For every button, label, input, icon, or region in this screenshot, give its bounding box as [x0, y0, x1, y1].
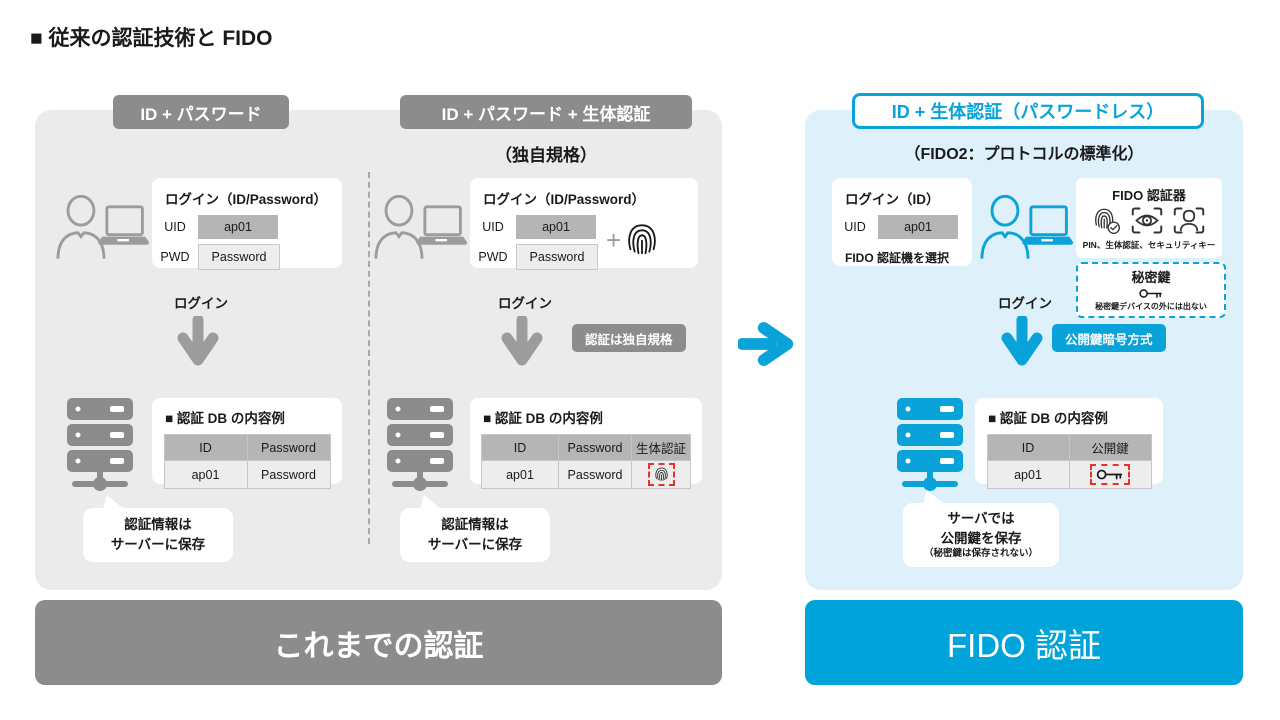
user-laptop-icon [980, 194, 1076, 260]
db-cell-id: ap01 [987, 461, 1069, 488]
callout-line: 認証情報は [441, 517, 509, 533]
public-key-crypto-badge: 公開鍵暗号方式 [1052, 324, 1166, 352]
fingerprint-icon [625, 221, 659, 259]
login-box-col1: ログイン（ID/Password） UID ap01 PWD Password [152, 178, 342, 270]
db-box-title: ■ 認証 DB の内容例 [483, 411, 603, 426]
pwd-label: PWD [160, 250, 190, 264]
user-laptop-icon [56, 194, 152, 260]
login-box-col2: ログイン（ID/Password） UID ap01 PWD Password … [470, 178, 698, 270]
uid-field: ap01 [198, 215, 278, 239]
login-box-title: ログイン（ID） [845, 192, 940, 207]
db-cell-public-key [1069, 461, 1151, 488]
proprietary-standard-label: （独自規格） [495, 146, 597, 165]
db-box-col1: ■ 認証 DB の内容例 ID Password ap01 Password [152, 398, 342, 489]
uid-field: ap01 [878, 215, 958, 239]
pwd-label: PWD [478, 250, 508, 264]
db-header-id: ID [987, 435, 1069, 460]
login-box-fido: ログイン（ID） UID ap01 FIDO 認証機を選択 [832, 178, 972, 266]
db-box-fido: ■ 認証 DB の内容例 ID 公開鍵 ap01 [975, 398, 1163, 489]
db-box-title: ■ 認証 DB の内容例 [988, 411, 1108, 426]
private-key-caption: 秘密鍵デバイスの外には出ない [1095, 302, 1207, 311]
db-header-id: ID [482, 435, 558, 460]
callout-col1: 認証情報は サーバーに保存 [83, 495, 233, 562]
down-arrow-icon [500, 316, 544, 366]
db-cell-biometric [632, 461, 690, 488]
page-title: ■ 従来の認証技術と FIDO [30, 27, 273, 50]
callout-line: 公開鍵を保存 [940, 530, 1022, 546]
login-label-col1: ログイン [174, 296, 228, 311]
plus-sign: + [606, 224, 622, 255]
db-table-col2: ID Password 生体認証 ap01 Password [481, 434, 691, 489]
login-box-title: ログイン（ID/Password） [483, 192, 646, 207]
server-icon [896, 398, 964, 494]
iris-scan-icon [1131, 207, 1163, 235]
user-laptop-icon [374, 194, 470, 260]
callout-line-small: （秘密鍵は保存されない） [923, 548, 1038, 560]
private-key-box: 秘密鍵 秘密鍵デバイスの外には出ない [1076, 262, 1226, 318]
db-cell-id: ap01 [164, 461, 247, 488]
authenticator-select-label: FIDO 認証機を選択 [845, 251, 949, 265]
db-table-fido: ID 公開鍵 ap01 [986, 434, 1152, 489]
down-arrow-icon [176, 316, 220, 366]
server-icon [66, 398, 134, 494]
key-icon [1078, 287, 1224, 300]
db-box-col2: ■ 認証 DB の内容例 ID Password 生体認証 ap01 Passw… [470, 398, 702, 489]
callout-col2: 認証情報は サーバーに保存 [400, 495, 550, 562]
server-icon [386, 398, 454, 494]
stored-biometric-highlight [647, 463, 675, 486]
private-key-title: 秘密鍵 [1131, 270, 1171, 285]
db-cell-id: ap01 [482, 461, 558, 488]
authenticator-title: FIDO 認証器 [1112, 188, 1186, 203]
login-box-title: ログイン（ID/Password） [165, 192, 328, 207]
db-header-password: Password [247, 435, 330, 460]
fido-authenticator-box: FIDO 認証器 PIN、生体認証、セキュリティキー [1076, 178, 1222, 258]
stored-public-key-highlight [1090, 464, 1130, 485]
db-cell-password: Password [247, 461, 330, 488]
face-scan-icon [1173, 207, 1205, 235]
db-cell-password: Password [559, 461, 631, 488]
db-table-col1: ID Password ap01 Password [163, 434, 331, 489]
chip-id-biometric-passwordless: ID + 生体認証（パスワードレス） [852, 93, 1204, 129]
legacy-banner: これまでの認証 [35, 600, 722, 685]
uid-label: UID [844, 220, 866, 234]
transition-arrow-icon [738, 320, 798, 368]
uid-field: ap01 [516, 215, 596, 239]
callout-fido: サーバでは 公開鍵を保存 （秘密鍵は保存されない） [903, 490, 1059, 567]
db-header-id: ID [164, 435, 247, 460]
fingerprint-check-icon [1093, 207, 1121, 235]
callout-line: サーバーに保存 [427, 537, 523, 552]
fido-banner: FIDO 認証 [805, 600, 1243, 685]
uid-label: UID [482, 220, 504, 234]
key-icon [1096, 467, 1124, 482]
callout-line: サーバでは [947, 511, 1015, 527]
login-label-fido: ログイン [998, 296, 1052, 311]
login-label-col2: ログイン [498, 296, 552, 311]
pwd-field: Password [516, 244, 598, 270]
fido2-standard-label: （FIDO2：プロトコルの標準化） [904, 146, 1144, 163]
proprietary-auth-badge: 認証は独自規格 [572, 324, 686, 352]
callout-line: サーバーに保存 [110, 537, 206, 552]
column-divider [368, 172, 370, 544]
down-arrow-icon [1000, 316, 1044, 366]
callout-line: 認証情報は [124, 517, 192, 533]
db-header-password: Password [559, 435, 631, 460]
pwd-field: Password [198, 244, 280, 270]
db-header-biometric: 生体認証 [632, 435, 690, 460]
fingerprint-icon [654, 466, 669, 483]
db-header-public-key: 公開鍵 [1069, 435, 1151, 460]
uid-label: UID [164, 220, 186, 234]
chip-id-password: ID + パスワード [113, 95, 289, 129]
chip-id-password-biometric: ID + パスワード + 生体認証 [400, 95, 692, 129]
authenticator-caption: PIN、生体認証、セキュリティキー [1082, 240, 1216, 250]
db-box-title: ■ 認証 DB の内容例 [165, 411, 285, 426]
